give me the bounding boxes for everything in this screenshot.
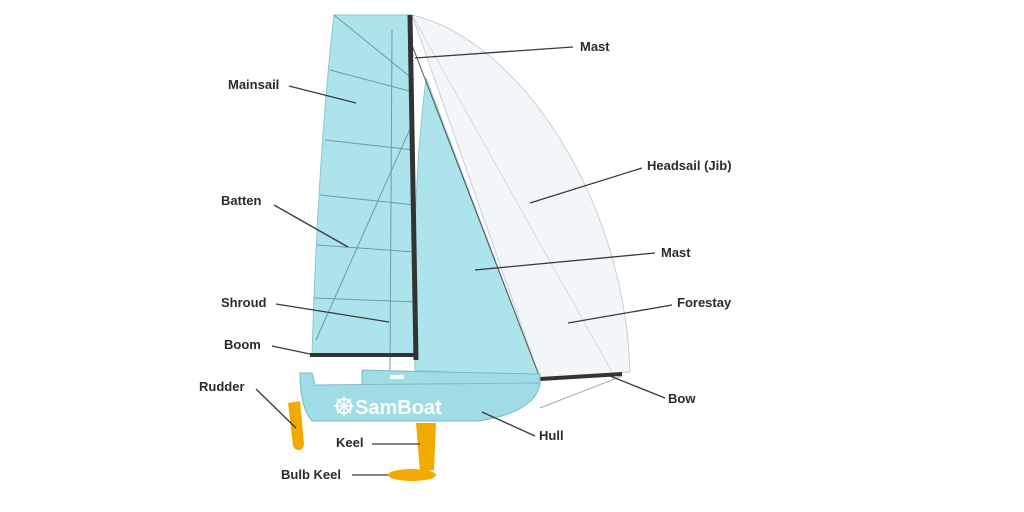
label-headsail: Headsail (Jib): [647, 158, 732, 173]
keel-shape: [416, 423, 436, 472]
rudder-shape: [288, 401, 304, 450]
cabin-window: [390, 375, 404, 379]
label-batten: Batten: [221, 193, 262, 208]
bobstay-line: [540, 376, 622, 408]
label-bow: Bow: [668, 391, 696, 406]
label-bulb-keel: Bulb Keel: [281, 467, 341, 482]
logo-text: SamBoat: [355, 397, 442, 419]
label-mainsail: Mainsail: [228, 77, 279, 92]
label-boom: Boom: [224, 337, 261, 352]
mainsail-shape: [312, 15, 416, 355]
label-hull: Hull: [539, 428, 564, 443]
label-mast-mid: Mast: [661, 245, 691, 260]
label-shroud: Shroud: [221, 295, 267, 310]
bulb-keel-shape: [388, 469, 436, 481]
label-mast-top: Mast: [580, 39, 610, 54]
label-rudder: Rudder: [199, 379, 245, 394]
label-forestay: Forestay: [677, 295, 732, 310]
label-keel: Keel: [336, 435, 363, 450]
